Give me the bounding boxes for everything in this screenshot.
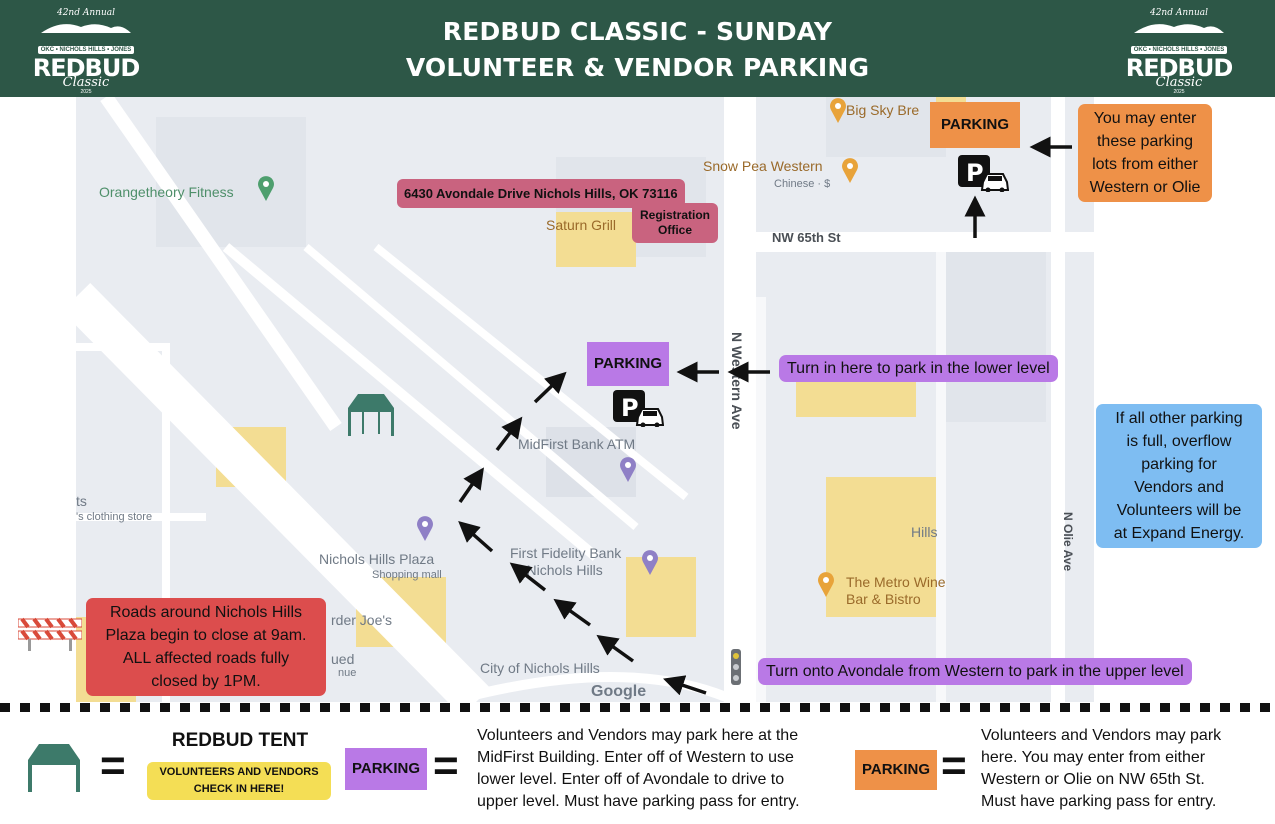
poi-saturn: Saturn Grill <box>546 217 617 233</box>
poi-nue: nue <box>338 667 357 679</box>
hills-icon <box>41 24 131 33</box>
legend-tent-sub: VOLUNTEERS AND VENDORS CHECK IN HERE! <box>147 762 331 800</box>
tent-icon <box>348 394 394 436</box>
map-pin-icon <box>417 516 433 541</box>
dashed-divider <box>0 703 1275 712</box>
arrow-icon <box>596 634 635 663</box>
poi-ued: ued <box>331 651 355 667</box>
arrow-icon <box>663 675 707 696</box>
poi-clothing-2: 's clothing store <box>76 511 153 523</box>
legend-parking-orange: PARKING <box>855 750 937 790</box>
map-pin-icon <box>258 176 274 201</box>
equals-sign: = <box>100 741 126 790</box>
poi-nichols-plaza: Nichols Hills Plaza <box>319 551 435 567</box>
header: REDBUD CLASSIC - SUNDAY VOLUNTEER & VEND… <box>0 0 1275 97</box>
registration-office-label: Registration Office <box>632 203 719 243</box>
poi-orangetheory: Orangetheory Fitness <box>99 184 234 200</box>
svg-text:P: P <box>621 394 639 422</box>
poi-metro-1: The Metro Wine <box>846 574 946 590</box>
map-pin-icon <box>620 457 636 482</box>
poi-midfirst: MidFirst Bank ATM <box>518 436 636 452</box>
map-pin-icon <box>818 572 834 597</box>
poi-metro-2: Bar & Bistro <box>846 591 921 607</box>
turn-lower-callout: Turn in here to park in the lower level <box>779 355 1058 382</box>
arrow-icon <box>495 416 523 452</box>
map-pin-icon <box>830 98 846 123</box>
poi-big-sky: Big Sky Bre <box>846 102 920 118</box>
arrow-icon <box>509 562 547 592</box>
poi-snow-pea-sub: Chinese · $ <box>774 178 831 190</box>
parking-orange-label: PARKING <box>930 102 1020 148</box>
road-barrier-icon <box>18 617 82 651</box>
overflow-callout: If all other parking is full, overflow p… <box>1096 404 1262 548</box>
poi-snow-pea: Snow Pea Western <box>703 158 823 174</box>
poi-nichols-plaza-sub: Shopping mall <box>372 569 442 581</box>
redbud-logo-left: 42nd Annual OKC • NICHOLS HILLS • JONES … <box>32 8 141 95</box>
poi-city: City of Nichols Hills <box>480 660 600 676</box>
enter-lots-callout: You may enter these parking lots from ei… <box>1078 104 1212 202</box>
hills-icon <box>1134 24 1224 33</box>
arrow-icon <box>458 521 494 553</box>
legend-tent-title: REDBUD TENT <box>171 730 309 751</box>
turn-upper-callout: Turn onto Avondale from Western to park … <box>758 658 1192 685</box>
redbud-logo-right: 42nd Annual OKC • NICHOLS HILLS • JONES … <box>1125 8 1234 95</box>
parking-car-icon: P <box>958 155 1009 192</box>
poi-trader-joes: rder Joe's <box>331 612 393 628</box>
poi-first-fidelity-2: - Nichols Hills <box>518 562 603 578</box>
map-pin-icon <box>842 158 858 183</box>
tent-icon <box>28 744 80 792</box>
parking-car-icon: P <box>613 390 664 427</box>
legend-purple-text: Volunteers and Vendors may park here at … <box>477 727 800 810</box>
equals-sign: = <box>433 741 459 790</box>
arrow-icon <box>533 371 567 404</box>
road-nw-65th: NW 65th St <box>772 230 841 245</box>
traffic-light-icon <box>731 649 741 685</box>
poi-first-fidelity-1: First Fidelity Bank <box>510 545 622 561</box>
address-label: 6430 Avondale Drive Nichols Hills, OK 73… <box>397 179 685 208</box>
roads-closing-callout: Roads around Nichols Hills Plaza begin t… <box>86 598 326 696</box>
parking-purple-label: PARKING <box>587 342 669 386</box>
arrow-icon <box>553 598 592 627</box>
poi-clothing-1: ts <box>76 493 87 509</box>
equals-sign: = <box>941 741 967 790</box>
svg-text:P: P <box>966 159 984 187</box>
google-logo: Google <box>591 683 647 700</box>
arrow-icon <box>458 467 484 503</box>
title-line-2: VOLUNTEER & VENDOR PARKING <box>405 53 870 82</box>
legend-parking-purple: PARKING <box>345 748 427 790</box>
poi-hills: Hills <box>911 524 938 540</box>
title-line-1: REDBUD CLASSIC - SUNDAY <box>442 17 833 46</box>
legend-orange-text: Volunteers and Vendors may park here. Yo… <box>981 727 1222 810</box>
map-pin-icon <box>642 550 658 575</box>
